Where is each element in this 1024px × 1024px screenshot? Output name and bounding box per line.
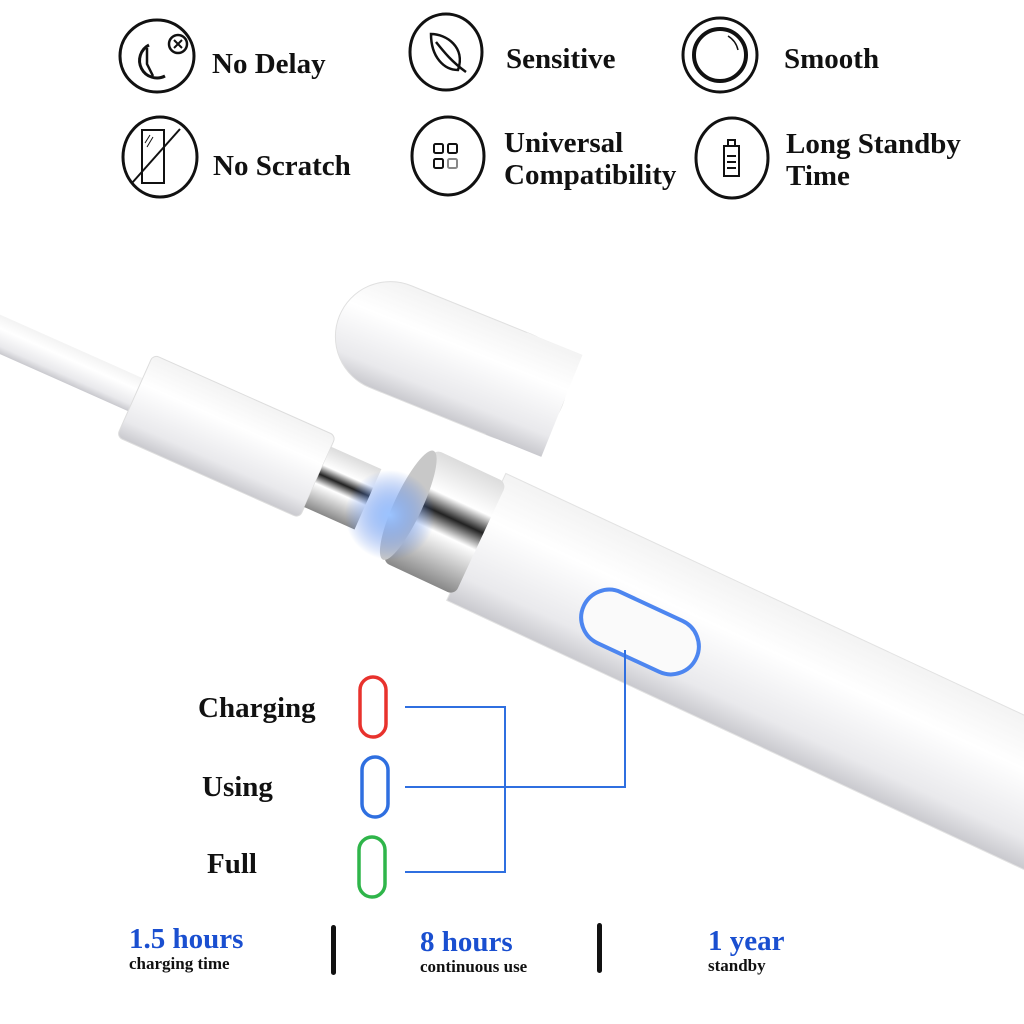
led-button bbox=[579, 587, 701, 677]
feature-long-standby: Long Standby Time bbox=[786, 128, 961, 192]
feature-no-scratch: No Scratch bbox=[213, 150, 351, 182]
stat-label: continuous use bbox=[420, 957, 528, 976]
stat-label: standby bbox=[708, 956, 766, 975]
charging-led-oval bbox=[358, 675, 388, 739]
stat-charging-time: 1.5 hours charging time bbox=[129, 924, 243, 974]
feature-line: Long Standby bbox=[786, 128, 961, 160]
legend-charging: Charging bbox=[198, 692, 316, 724]
battery-icon bbox=[694, 116, 770, 200]
grid-icon bbox=[410, 115, 486, 197]
magnetic-glow bbox=[345, 470, 435, 560]
usb-cable bbox=[0, 300, 382, 530]
feature-no-delay: No Delay bbox=[212, 48, 326, 80]
screen-scratch-icon bbox=[121, 115, 199, 199]
divider bbox=[597, 923, 602, 973]
stylus-body bbox=[379, 450, 1024, 920]
indicator-lines bbox=[405, 650, 626, 873]
feature-line: Universal bbox=[504, 127, 624, 159]
using-led-oval bbox=[360, 755, 390, 819]
legend-full: Full bbox=[207, 848, 257, 880]
stat-value: 8 hours bbox=[420, 926, 513, 958]
feature-smooth: Smooth bbox=[784, 43, 880, 75]
stat-standby: 1 year standby bbox=[708, 926, 785, 976]
stat-value: 1.5 hours bbox=[129, 923, 244, 955]
clock-x-icon bbox=[118, 18, 196, 94]
feature-universal-compatibility: Universal Compatibility bbox=[504, 127, 676, 191]
full-led-oval bbox=[357, 835, 387, 899]
stylus-illustration bbox=[0, 281, 1024, 920]
ring-icon bbox=[681, 16, 759, 94]
feature-sensitive: Sensitive bbox=[506, 43, 616, 75]
stylus-cap bbox=[334, 281, 583, 457]
stat-continuous-use: 8 hours continuous use bbox=[420, 927, 527, 977]
stat-value: 1 year bbox=[708, 925, 785, 957]
leaf-icon bbox=[408, 12, 484, 92]
stat-label: charging time bbox=[129, 954, 230, 973]
feature-line: Time bbox=[786, 160, 850, 192]
legend-using: Using bbox=[202, 771, 273, 803]
divider bbox=[331, 925, 336, 975]
feature-line: Compatibility bbox=[504, 159, 677, 191]
